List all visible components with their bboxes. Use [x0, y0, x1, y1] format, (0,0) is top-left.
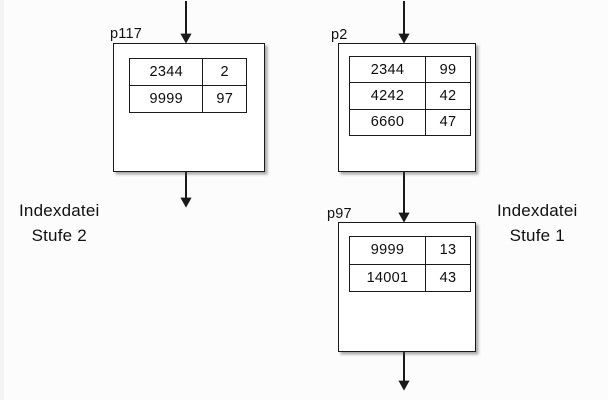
- caption-right-line2: Stufe 1: [509, 225, 565, 245]
- entry-pointer: 97: [202, 85, 247, 113]
- caption-indexdatei-stufe-1: Indexdatei Stufe 1: [497, 199, 577, 248]
- block-label-p2: p2: [331, 27, 348, 43]
- caption-left-line2: Stufe 2: [31, 225, 87, 245]
- entry-pointer: 47: [424, 108, 472, 137]
- table-row: 14001 43: [349, 263, 472, 292]
- index-page-p117[interactable]: 2344 2 9999 97: [113, 43, 265, 172]
- table-row: 2344 2: [128, 58, 247, 86]
- entry-table-p117: 2344 2 9999 97: [128, 58, 247, 113]
- entry-key: 14001: [349, 263, 426, 292]
- entry-table-p97: 9999 13 14001 43: [349, 236, 472, 292]
- index-page-p2[interactable]: 2344 99 4242 42 6660 47: [338, 43, 476, 172]
- table-row: 4242 42: [349, 82, 472, 110]
- caption-left-line1: Indexdatei: [19, 201, 100, 220]
- table-row: 2344 99: [349, 55, 472, 84]
- index-page-p97[interactable]: 9999 13 14001 43: [338, 222, 476, 352]
- table-row: 6660 47: [349, 108, 472, 137]
- entry-key: 9999: [349, 236, 426, 265]
- entry-pointer: 42: [424, 82, 472, 110]
- entry-key: 4242: [349, 82, 426, 110]
- entry-pointer: 99: [424, 55, 472, 84]
- entry-pointer: 13: [424, 236, 472, 265]
- entry-key: 9999: [128, 85, 204, 113]
- table-row: 9999 13: [349, 236, 472, 265]
- caption-right-line1: Indexdatei: [497, 201, 578, 220]
- entry-pointer: 2: [202, 58, 247, 86]
- entry-key: 2344: [349, 55, 426, 84]
- table-row: 9999 97: [128, 85, 247, 113]
- left-edge-strip: [0, 0, 4, 400]
- block-label-p117: p117: [110, 26, 142, 42]
- entry-key: 6660: [349, 108, 426, 137]
- entry-key: 2344: [128, 58, 204, 86]
- caption-indexdatei-stufe-2: Indexdatei Stufe 2: [19, 199, 99, 248]
- entry-pointer: 43: [424, 263, 472, 292]
- block-label-p97: p97: [327, 206, 352, 222]
- entry-table-p2: 2344 99 4242 42 6660 47: [349, 55, 472, 137]
